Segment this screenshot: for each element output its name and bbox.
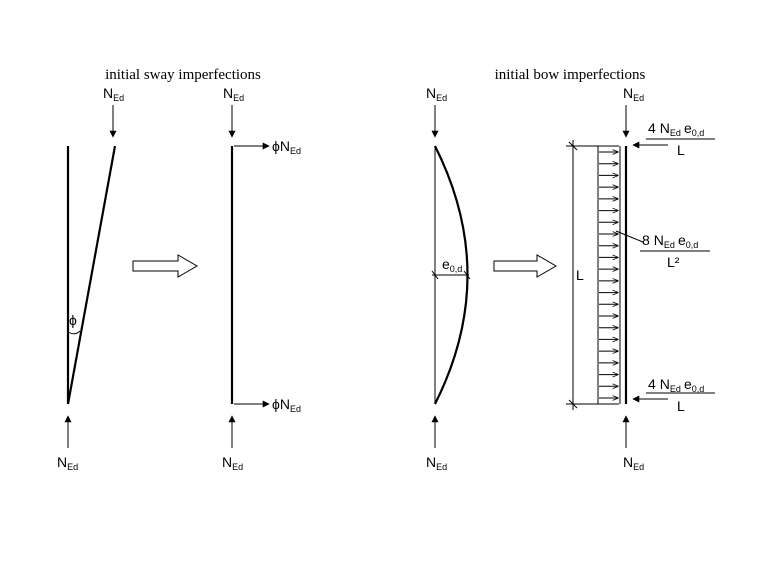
sway-inclined-column [66,145,117,405]
sway-bottom-load-2-label: NEd [222,454,243,472]
bow-amplitude-label: e0,d [442,256,462,274]
sway-horizontal-force-top-label: ϕNEd [272,138,301,156]
bow-straight-column [619,146,628,404]
bow-top-load-1-label: NEd [426,85,447,103]
bow-title: initial bow imperfections [495,67,646,83]
distributed-load-arrows [597,145,619,405]
sway-bottom-load-1-label: NEd [57,454,78,472]
bow-bottom-load-2-label: NEd [623,454,644,472]
sway-transition-arrow [132,254,198,278]
length-label: L [576,267,584,283]
distributed-load-denominator: L² [667,254,680,270]
length-dimension [566,140,598,410]
bow-curved-column [431,145,471,405]
phi-angle-label: ϕ [69,312,77,328]
sway-top-load-1-label: NEd [103,85,124,103]
bow-end-force-top-denominator: L [677,142,685,158]
sway-top-load-2-label: NEd [223,85,244,103]
bow-end-force-top [632,138,715,149]
sway-title: initial sway imperfections [105,67,261,83]
bow-transition-arrow [493,254,557,278]
sway-horizontal-force-bottom-label: ϕNEd [272,396,301,414]
bow-end-force-bottom [632,392,715,403]
bow-top-load-2-label: NEd [623,85,644,103]
bow-end-force-bottom-denominator: L [677,398,685,414]
distributed-load-leader [615,230,644,243]
bow-bottom-load-1-label: NEd [426,454,447,472]
